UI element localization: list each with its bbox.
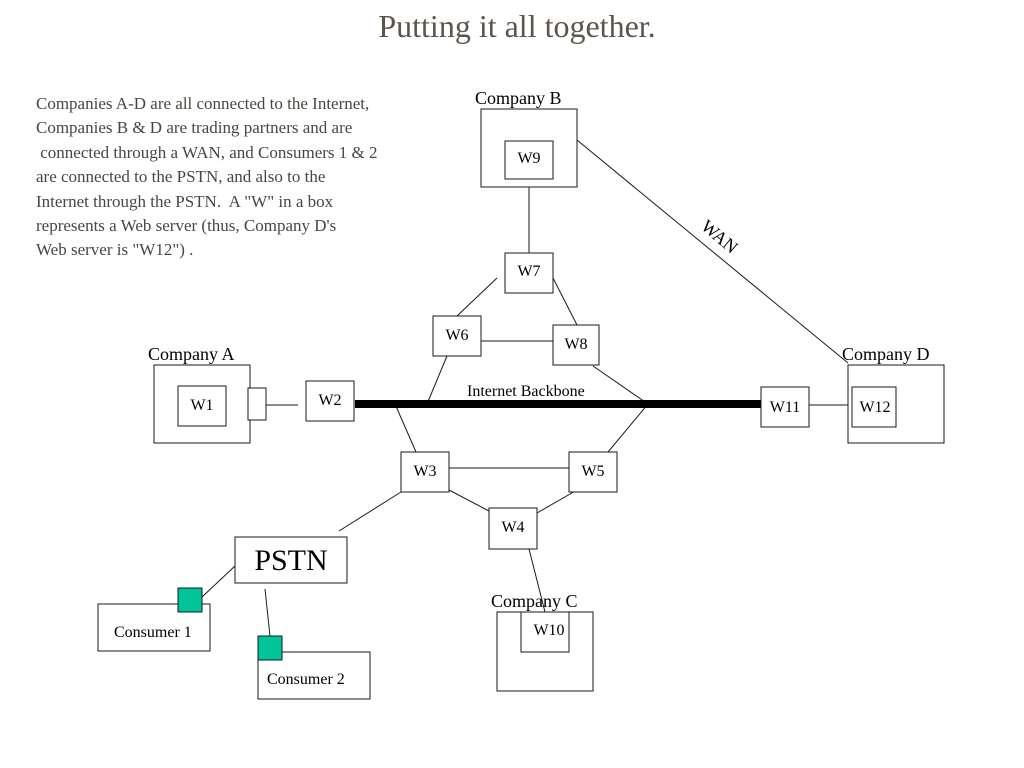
company-a: Company A W1 (148, 344, 267, 444)
consumer-1: Consumer 1 (97, 587, 211, 652)
company-b: Company B W9 (475, 88, 578, 188)
link-w5-w4 (536, 489, 578, 514)
server-w11-label: W11 (770, 399, 801, 416)
company-c-label: Company C (491, 591, 578, 611)
intro-line: Companies B & D are trading partners and… (36, 118, 353, 138)
server-w3 (400, 451, 450, 493)
link-w8-backbone (592, 365, 649, 405)
consumer-1-modem (177, 587, 203, 613)
link-pstn-consumer1 (201, 565, 236, 598)
server-w1 (177, 385, 227, 427)
server-w2 (305, 380, 355, 422)
link-w4-w10 (528, 548, 546, 613)
link-w3-pstn (338, 491, 402, 532)
company-b-label: Company B (475, 88, 562, 108)
server-w9 (504, 140, 554, 180)
server-w4 (488, 507, 538, 550)
server-w2-label: W2 (318, 392, 341, 409)
pstn-box (234, 536, 348, 584)
intro-line: represents a Web server (thus, Company D… (36, 216, 337, 236)
intro-paragraph: Companies A-D are all connected to the I… (36, 92, 456, 263)
server-w12-label: W12 (859, 399, 890, 416)
server-w6 (432, 315, 482, 357)
company-a-connector (247, 387, 267, 421)
server-w9-label: W9 (517, 150, 540, 167)
server-w7-label: W7 (517, 263, 540, 280)
server-w6-label: W6 (445, 327, 468, 344)
company-d: Company D W12 (842, 344, 945, 444)
pstn-label: PSTN (254, 544, 327, 577)
link-pstn-consumer2 (264, 588, 271, 637)
intro-line: are connected to the PSTN, and also to t… (36, 167, 326, 187)
company-d-label: Company D (842, 344, 930, 364)
server-w8 (552, 324, 600, 366)
server-w11 (760, 386, 810, 428)
link-w6-backbone (426, 355, 448, 405)
link-w7-w8 (552, 277, 578, 326)
server-w7 (504, 252, 554, 294)
server-w5 (568, 451, 618, 493)
intro-line: Web server is "W12") . (36, 240, 194, 260)
backbone-label: Internet Backbone (467, 383, 585, 400)
server-w4-label: W4 (501, 519, 524, 536)
server-w8-label: W8 (564, 336, 587, 353)
server-w10-label: W10 (533, 622, 564, 639)
link-w7-w6 (456, 277, 498, 317)
intro-line: connected through a WAN, and Consumers 1… (36, 142, 378, 162)
server-w10 (520, 611, 570, 653)
wan-link (576, 139, 849, 364)
wan-label: WAN (697, 216, 741, 258)
consumer-2: Consumer 2 (257, 635, 371, 700)
consumer-2-modem (257, 635, 283, 661)
link-backbone-w5 (607, 403, 649, 453)
server-w1-label: W1 (190, 397, 213, 414)
connections (201, 139, 852, 637)
consumer-1-label: Consumer 1 (114, 624, 192, 641)
server-w12 (851, 386, 897, 428)
company-c: W10 Company C (491, 591, 594, 692)
company-a-label: Company A (148, 344, 235, 364)
intro-line: Internet through the PSTN. A "W" in a bo… (36, 191, 334, 211)
consumer-2-label: Consumer 2 (267, 671, 345, 688)
link-backbone-w3 (394, 403, 417, 453)
server-w5-label: W5 (581, 463, 604, 480)
link-w3-w4 (448, 489, 490, 512)
server-w3-label: W3 (413, 463, 436, 480)
intro-line: Companies A-D are all connected to the I… (36, 94, 370, 113)
slide-title: Putting it all together. (378, 8, 656, 44)
